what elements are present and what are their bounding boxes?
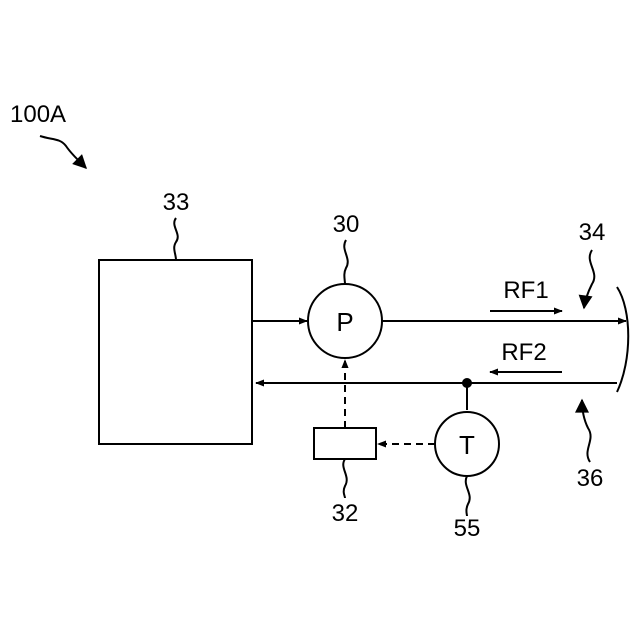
supply-flow-label: RF1 [503,277,548,304]
sensor-symbol: T [459,430,475,460]
pump-leader [344,240,347,284]
block-32-label: 32 [332,500,359,527]
block-33-leader [174,218,178,260]
figure-label-arrow [40,136,86,168]
supply-line-label: 34 [579,219,606,246]
boundary-curve [617,287,628,392]
block-33-label: 33 [163,189,190,216]
sensor-leader [466,476,470,516]
supply-line-leader [584,250,594,308]
block-33 [99,260,252,444]
figure-label: 100A [10,101,66,128]
return-line-label: 36 [577,465,604,492]
pump-symbol: P [336,307,353,337]
return-flow-label: RF2 [501,339,546,366]
block-32-leader [343,459,346,498]
block-32 [314,428,376,459]
pump-label: 30 [333,211,360,238]
sensor-label: 55 [454,515,481,542]
return-line-leader [582,400,591,462]
